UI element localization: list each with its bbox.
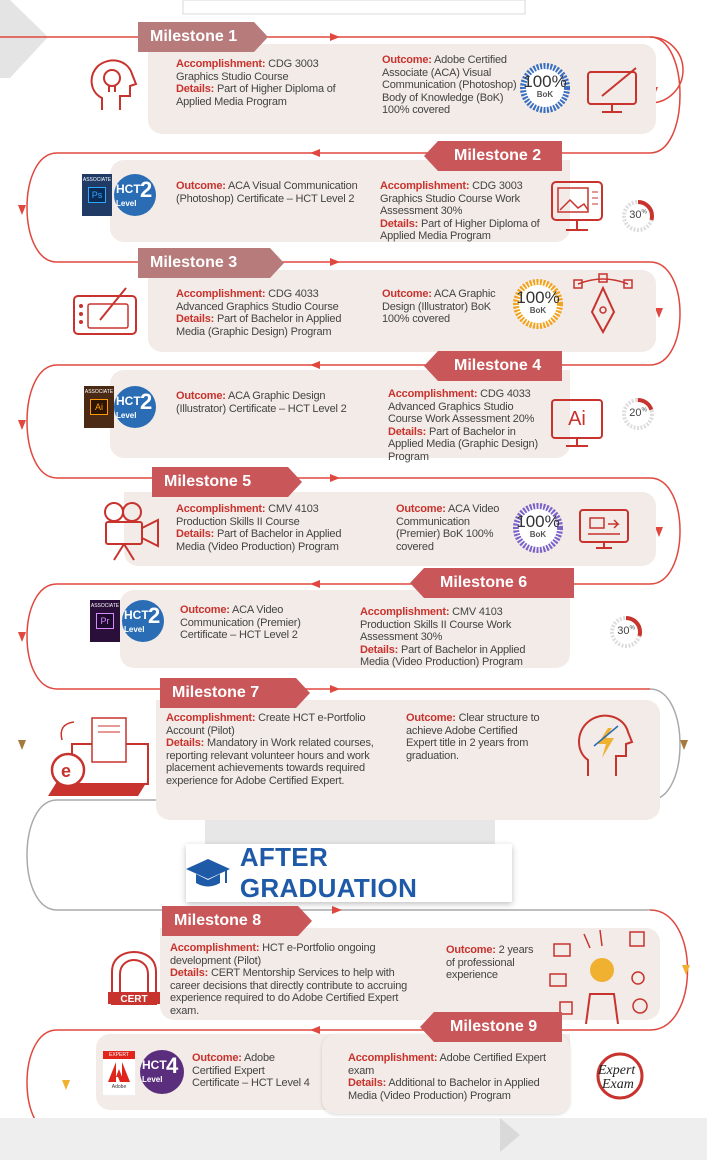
milestone-3-card — [148, 270, 656, 352]
video-camera-icon — [104, 502, 159, 561]
bok-gauge-1-value: 100% — [523, 72, 567, 91]
monitor-pen-icon — [587, 67, 637, 113]
path-arrows-gold — [18, 740, 690, 1090]
percent-ring-30-b — [610, 616, 642, 648]
milestone-1-card — [148, 44, 656, 134]
bok-gauge-1-label: BoK — [536, 90, 554, 99]
adobe-expert-badge: EXPERT Adobe — [102, 1050, 136, 1096]
milestone-5-label: Milestone 5 — [152, 467, 302, 497]
milestone-8-card — [160, 928, 660, 1020]
bok-gauge-3-label: BoK — [529, 530, 547, 539]
milestone-4-outcome: Outcome: ACA Graphic Design (Illustrator… — [176, 390, 347, 415]
hct-level-4-badge: HCT Level 4 — [140, 1050, 184, 1094]
adobe-pr-badge: ASSOCIATE Pr — [90, 600, 120, 642]
head-lightning-icon — [578, 714, 634, 776]
hct-level-2-badge-ai: HCT Level 2 — [114, 386, 156, 428]
milestone-3-accomplishment: Accomplishment: CDG 4033 Advanced Graphi… — [176, 288, 342, 338]
milestone-9-label: Milestone 9 — [420, 1012, 562, 1042]
bok-gauge-2 — [513, 279, 563, 329]
milestone-1-accomplishment: Accomplishment: CDG 3003 Graphics Studio… — [176, 58, 336, 108]
milestone-8-outcome: Outcome: 2 years of professional experie… — [446, 944, 534, 981]
cert-logo-text: CERT — [120, 994, 147, 1005]
graduation-cap-icon — [186, 859, 230, 887]
top-arrow-decoration — [0, 0, 48, 78]
percent-ring-30-b-value: 30% — [617, 625, 635, 637]
after-graduation-banner: AFTER GRADUATION — [186, 842, 512, 903]
hct-level-2-badge-ps: HCT Level 2 — [114, 174, 156, 216]
milestone-4-accomplishment: Accomplishment: CDG 4033 Advanced Graphi… — [388, 388, 538, 463]
milestone-3-outcome: Outcome: ACA Graphic Design (Illustrator… — [382, 288, 496, 325]
adobe-ai-badge: ASSOCIATE Ai — [84, 386, 114, 428]
milestone-6-accomplishment: Accomplishment: CMV 4103 Production Skil… — [360, 606, 526, 668]
milestone-3-label: Milestone 3 — [138, 248, 284, 278]
after-graduation-title: AFTER GRADUATION — [239, 842, 418, 903]
adobe-logo-icon — [108, 1062, 130, 1082]
bok-gauge-3 — [513, 503, 563, 553]
footer-band — [0, 1118, 707, 1160]
milestone-8-label: Milestone 8 — [162, 906, 312, 936]
milestone-9-card-right — [322, 1034, 570, 1114]
milestone-6-label: Milestone 6 — [410, 568, 574, 598]
bok-gauge-2-value: 100% — [516, 288, 560, 307]
milestone-2-label: Milestone 2 — [424, 141, 562, 171]
hct-level-2-badge-pr: HCT Level 2 — [122, 600, 164, 642]
percent-ring-30-a — [622, 200, 654, 232]
milestone-2-accomplishment: Accomplishment: CDG 3003 Graphics Studio… — [380, 180, 540, 242]
svg-text:e: e — [61, 761, 71, 781]
milestone-5-card — [124, 492, 656, 566]
milestone-6-card — [120, 590, 570, 668]
percent-ring-20-value: 20% — [629, 407, 647, 419]
expert-exam-stamp-line2: Exam — [601, 1077, 634, 1092]
milestone-7-label: Milestone 7 — [160, 678, 310, 708]
monitor-ai-icon — [551, 399, 603, 447]
milestone-2-outcome: Outcome: ACA Visual Communication (Photo… — [176, 180, 358, 205]
head-lightbulb-icon — [90, 59, 138, 110]
bok-gauge-2-label: BoK — [529, 306, 547, 315]
pen-tool-vector-icon — [573, 273, 633, 335]
milestone-2-card — [110, 160, 570, 242]
expert-exam-stamp-line1: Expert — [597, 1063, 636, 1078]
milestone-1-label: Milestone 1 — [138, 22, 268, 52]
monitor-image-icon — [551, 181, 603, 231]
milestone-4-card — [110, 370, 570, 458]
monitor-ai-text: Ai — [568, 408, 586, 430]
milestone-1-outcome: Outcome: Adobe Certified Associate (ACA)… — [382, 54, 517, 116]
milestone-7-card — [156, 700, 660, 820]
milestone-6-outcome: Outcome: ACA Video Communication (Premie… — [180, 604, 301, 641]
milestone-8-accomplishment: Accomplishment: HCT e-Portfolio ongoing … — [170, 942, 408, 1017]
milestone-5-accomplishment: Accomplishment: CMV 4103 Production Skil… — [176, 503, 342, 553]
cert-logo: CERT — [108, 950, 160, 1005]
adobe-ps-badge: ASSOCIATE Ps — [82, 174, 112, 216]
milestone-7-outcome: Outcome: Clear structure to achieve Adob… — [406, 712, 540, 762]
expert-exam-stamp: Expert Exam — [596, 1052, 644, 1100]
milestone-4-label: Milestone 4 — [424, 351, 562, 381]
milestone-9-outcome: Outcome: Adobe Certified Expert Certific… — [192, 1052, 310, 1089]
professional-idea-icon — [549, 929, 648, 1025]
percent-ring-30-a-value: 30% — [629, 209, 647, 221]
milestone-5-outcome: Outcome: ACA Video Communication (Premie… — [396, 503, 500, 553]
bok-gauge-3-value: 100% — [516, 512, 560, 531]
bok-gauge-1 — [520, 63, 570, 113]
milestone-7-accomplishment: Accomplishment: Create HCT e-Portfolio A… — [166, 712, 374, 787]
monitor-play-icon — [579, 509, 629, 549]
drawing-tablet-icon — [73, 287, 137, 335]
e-portfolio-laptop-icon: e — [48, 717, 149, 796]
milestone-9-accomplishment: Accomplishment: Adobe Certified Expert e… — [348, 1052, 546, 1102]
percent-ring-20 — [622, 398, 654, 430]
top-panel — [182, 0, 526, 15]
